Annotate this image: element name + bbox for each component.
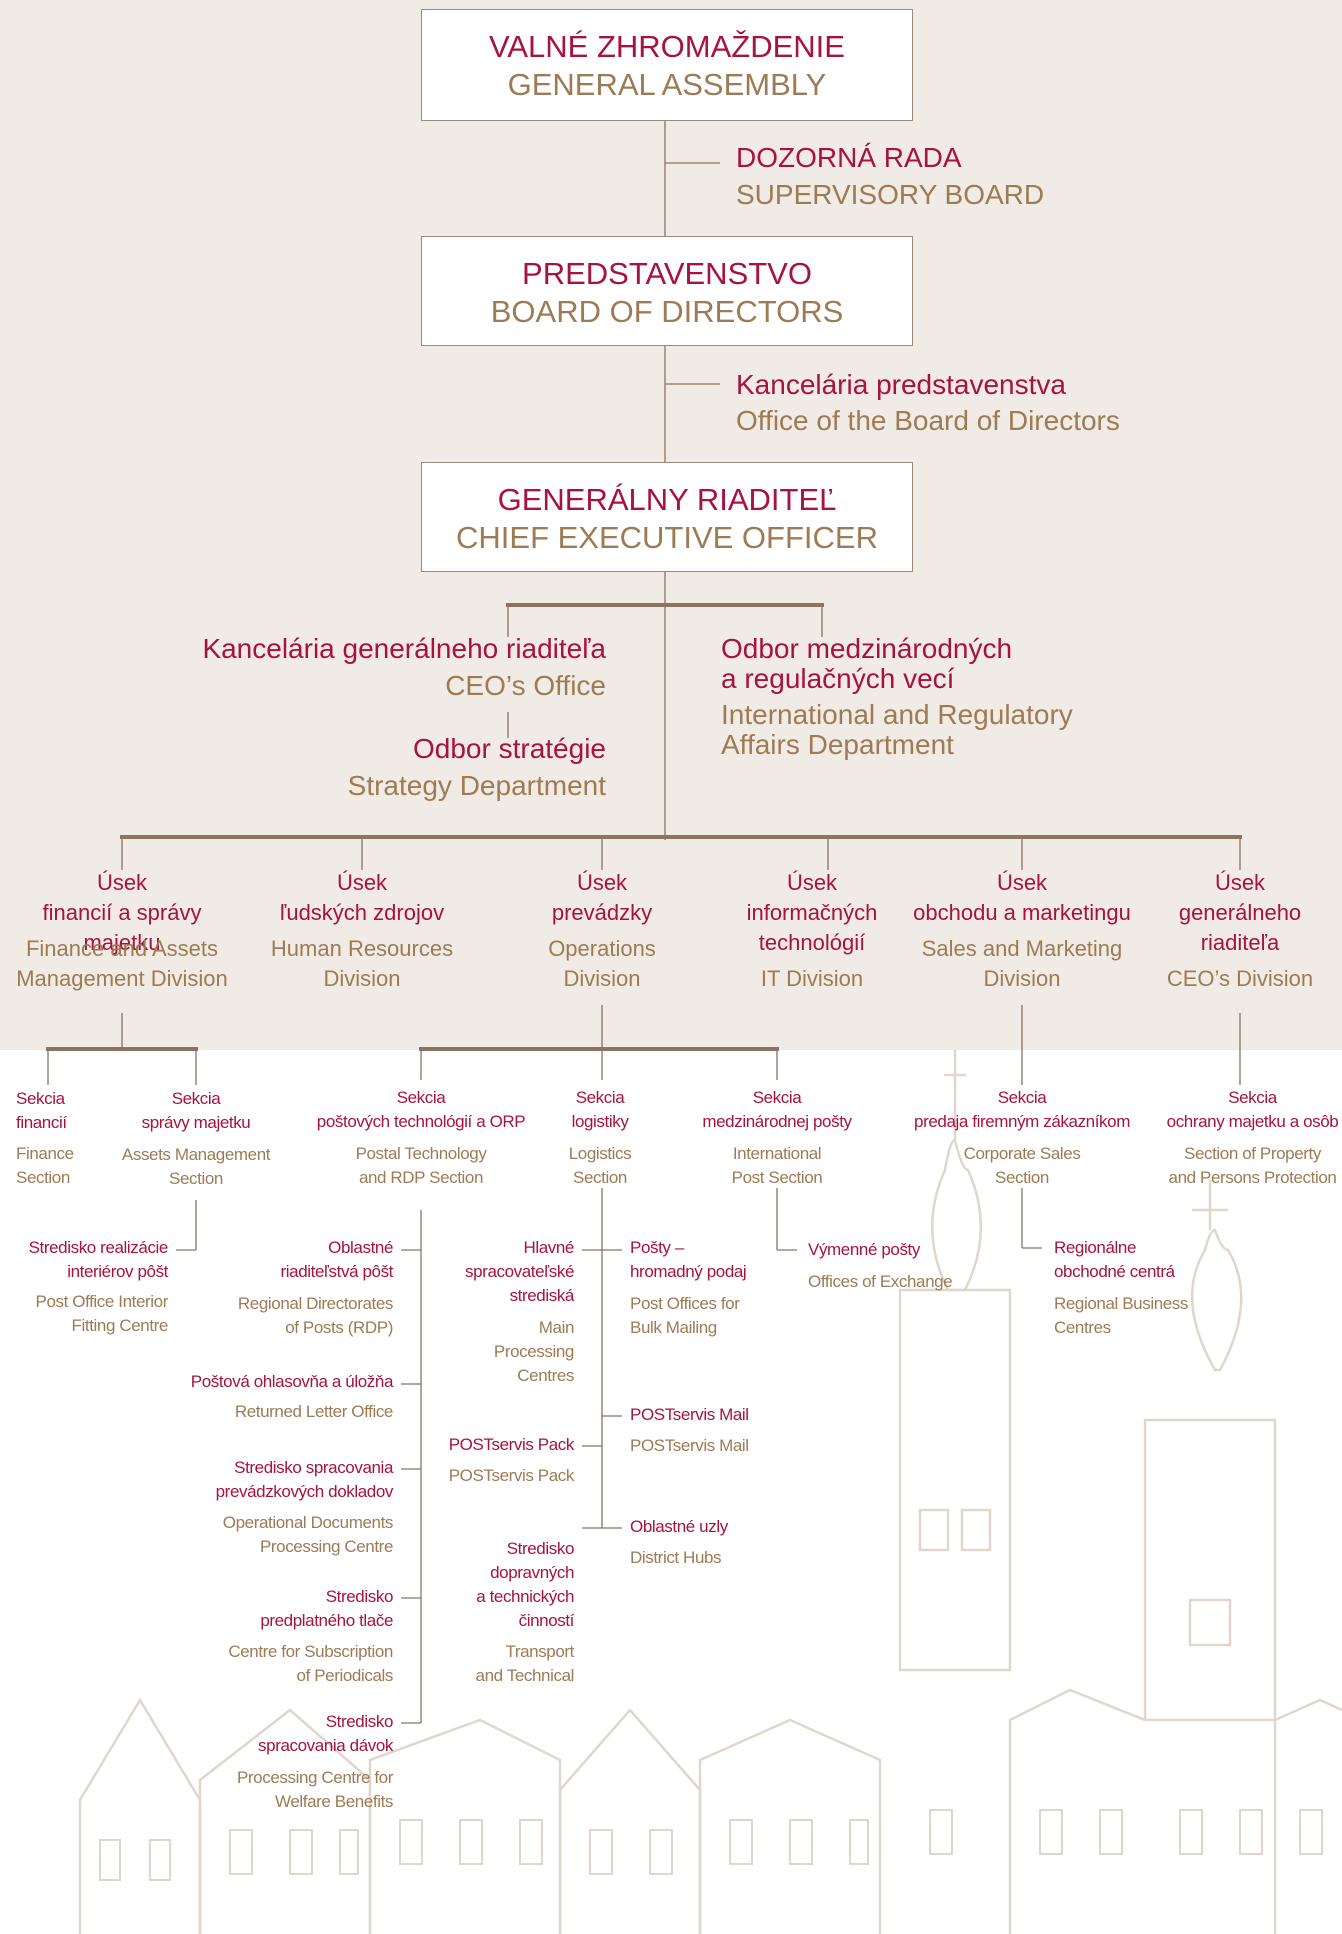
- unit-business-centres-sk: Regionálne obchodné centrá: [1054, 1238, 1175, 1281]
- board-of-directors-sk: PREDSTAVENSTVO: [522, 256, 812, 291]
- section-intl-post-en: International Post Section: [731, 1144, 823, 1187]
- board-of-directors-en: BOARD OF DIRECTORS: [490, 294, 844, 329]
- unit-opdocs-sk: Stredisko spracovania prevádzkových dokl…: [215, 1458, 394, 1501]
- section-assets-sk: Sekcia správy majetku: [141, 1089, 251, 1132]
- ceo-office-sk: Kancelária generálneho riaditeľa: [202, 633, 606, 664]
- unit-postservis-pack-en: POSTservis Pack: [448, 1466, 575, 1485]
- unit-rdp-sk: Oblastné riaditeľstvá pôšt: [280, 1238, 394, 1281]
- unit-transport-en: Transport and Technical: [475, 1642, 575, 1685]
- strategy-sk: Odbor stratégie: [413, 733, 606, 764]
- section-intl-post-sk: Sekcia medzinárodnej pošty: [702, 1088, 852, 1131]
- division-sales-en: Sales and Marketing Division: [921, 936, 1123, 991]
- unit-subscription-sk: Stredisko predplatného tlače: [260, 1587, 393, 1630]
- unit-hubs-en: District Hubs: [630, 1548, 722, 1567]
- section-logistics-sk: Sekcia logistiky: [571, 1088, 629, 1131]
- supervisory-board-en: SUPERVISORY BOARD: [736, 179, 1045, 210]
- unit-subscription-en: Centre for Subscription of Periodicals: [228, 1642, 393, 1685]
- unit-bulk-sk: Pošty – hromadný podaj: [630, 1238, 747, 1281]
- unit-exchange-en: Offices of Exchange: [808, 1272, 953, 1291]
- division-finance-en: Finance and Assets Management Division: [16, 936, 228, 991]
- supervisory-board-sk: DOZORNÁ RADA: [736, 142, 962, 173]
- ceo-en: CHIEF EXECUTIVE OFFICER: [456, 520, 878, 555]
- unit-postservis-pack-sk: POSTservis Pack: [448, 1435, 575, 1454]
- section-postal-tech-sk: Sekcia poštových technológií a ORP: [316, 1088, 526, 1131]
- strategy-en: Strategy Department: [347, 770, 606, 801]
- section-corp-sales-sk: Sekcia predaja firemným zákazníkom: [914, 1088, 1130, 1131]
- unit-postservis-mail-sk: POSTservis Mail: [630, 1405, 749, 1424]
- division-hr-en: Human Resources Division: [270, 936, 454, 991]
- section-finance-en: Finance Section: [16, 1144, 74, 1187]
- unit-hubs-sk: Oblastné uzly: [630, 1517, 728, 1536]
- unit-returned-sk: Poštová ohlasovňa a úložňa: [190, 1372, 394, 1391]
- board-office-sk: Kancelária predstavenstva: [736, 369, 1066, 400]
- ceo-sk: GENERÁLNY RIADITEĽ: [497, 482, 837, 517]
- general-assembly-sk: VALNÉ ZHROMAŽDENIE: [489, 29, 845, 64]
- section-assets-en: Assets Management Section: [121, 1145, 271, 1188]
- division-sales-sk: Úsek obchodu a marketingu: [913, 870, 1131, 925]
- general-assembly-en: GENERAL ASSEMBLY: [507, 67, 827, 102]
- unit-rdp-en: Regional Directorates of Posts (RDP): [237, 1294, 393, 1337]
- division-finance-sk: Úsek financií a správy majetku: [42, 870, 202, 955]
- unit-returned-en: Returned Letter Office: [234, 1402, 394, 1421]
- unit-interior-sk: Stredisko realizácie interiérov pôšt: [28, 1238, 169, 1281]
- section-logistics-en: Logistics Section: [568, 1144, 632, 1187]
- unit-postservis-mail-en: POSTservis Mail: [630, 1436, 749, 1455]
- division-operations-en: Operations Division: [548, 936, 656, 991]
- unit-interior-en: Post Office Interior Fitting Centre: [35, 1292, 169, 1335]
- unit-main-processing-sk: Hlavné spracovateľské strediská: [465, 1238, 574, 1305]
- division-ceo-en: CEO’s Division: [1166, 966, 1314, 991]
- division-it-sk: Úsek informačných technológií: [746, 870, 878, 955]
- general-assembly-box: VALNÉ ZHROMAŽDENIE GENERAL ASSEMBLY: [421, 9, 913, 121]
- division-operations-sk: Úsek prevádzky: [551, 870, 653, 925]
- section-finance-sk: Sekcia financií: [16, 1089, 67, 1132]
- unit-bulk-en: Post Offices for Bulk Mailing: [630, 1294, 740, 1337]
- unit-main-processing-en: Main Processing Centres: [493, 1318, 575, 1385]
- unit-transport-sk: Stredisko dopravných a technických činno…: [476, 1539, 574, 1630]
- section-postal-tech-en: Postal Technology and RDP Section: [355, 1144, 487, 1187]
- unit-welfare-sk: Stredisko spracovania dávok: [258, 1712, 393, 1755]
- ceo-office-en: CEO’s Office: [445, 670, 606, 701]
- ceo-box: GENERÁLNY RIADITEĽ CHIEF EXECUTIVE OFFIC…: [421, 462, 913, 572]
- international-en: International and Regulatory Affairs Dep…: [721, 699, 1073, 760]
- international-sk: Odbor medzinárodných a regulačných vecí: [721, 633, 1013, 694]
- unit-opdocs-en: Operational Documents Processing Centre: [222, 1513, 394, 1556]
- division-ceo-sk: Úsek generálneho riaditeľa: [1178, 870, 1302, 955]
- unit-welfare-en: Processing Centre for Welfare Benefits: [236, 1768, 393, 1811]
- board-of-directors-box: PREDSTAVENSTVO BOARD OF DIRECTORS: [421, 236, 913, 346]
- board-office-en: Office of the Board of Directors: [736, 405, 1120, 436]
- division-hr-sk: Úsek ľudských zdrojov: [279, 870, 445, 925]
- unit-exchange-sk: Výmenné pošty: [808, 1240, 920, 1259]
- unit-business-centres-en: Regional Business Centres: [1054, 1294, 1189, 1337]
- section-protection-sk: Sekcia ochrany majetku a osôb: [1166, 1088, 1339, 1131]
- section-corp-sales-en: Corporate Sales Section: [963, 1144, 1081, 1187]
- division-it-en: IT Division: [760, 966, 864, 991]
- section-protection-en: Section of Property and Persons Protecti…: [1168, 1144, 1337, 1187]
